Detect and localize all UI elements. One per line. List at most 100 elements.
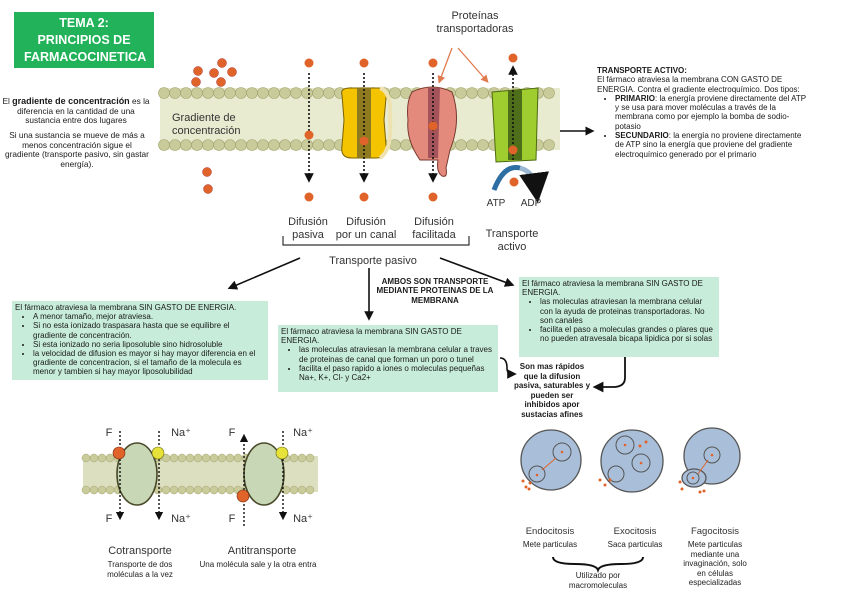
lipid-head (225, 485, 235, 495)
facilitated-diffusion-box: El fármaco atraviesa la membrana SIN GAS… (519, 277, 719, 357)
active-transport-label: Transporte activo (485, 228, 539, 253)
active-secondary: SECUNDARIO: la energía no proviene direc… (615, 131, 807, 159)
passive-diffusion-box: El fármaco atraviesa la membrana SIN GAS… (12, 301, 268, 380)
lipid-head (169, 453, 179, 463)
lipid-head (225, 453, 235, 463)
lipid-head (209, 453, 219, 463)
lipid-head (305, 485, 315, 495)
lipid-head (224, 87, 236, 99)
channel-diffusion-box: El fármaco atraviesa la membrana SIN GAS… (278, 325, 498, 392)
lipid-head (246, 87, 258, 99)
gradient-explanation: Si una sustancia se mueve de más a menos… (5, 130, 149, 169)
lipid-head (180, 87, 192, 99)
lipid-head (202, 87, 214, 99)
page-title: TEMA 2: PRINCIPIOS DE FARMACOCINETICA (24, 15, 147, 64)
gradient-term: gradiente de concentración (12, 96, 130, 106)
faster-note: Son mas rápidos que la difusion pasiva, … (513, 362, 591, 419)
lipid-head (477, 87, 489, 99)
lipid-head (81, 485, 91, 495)
antitransport-diagram (236, 431, 289, 526)
lipid-head (246, 139, 258, 151)
proteins-note: AMBOS SON TRANSPORTE MEDIANTE PROTEINAS … (376, 277, 494, 305)
lipid-head (213, 139, 225, 151)
lipid-head (268, 139, 280, 151)
atp-label: ATP (486, 198, 506, 209)
lipid-head (455, 87, 467, 99)
lipid-head (257, 87, 269, 99)
lipid-head (193, 453, 203, 463)
gradient-definition: El gradiente de concentración es la dife… (2, 96, 150, 126)
anti-f-bottom: F (228, 513, 236, 525)
active-transport-text: TRANSPORTE ACTIVO: El fármaco atraviesa … (597, 66, 807, 159)
active-transport-heading: TRANSPORTE ACTIVO: (597, 66, 687, 75)
lipid-head (235, 87, 247, 99)
endocytosis-title: Endocitosis (525, 526, 575, 537)
lipid-head (161, 485, 171, 495)
lipid-head (217, 453, 227, 463)
lipid-head (202, 139, 214, 151)
anti-na-top: Na⁺ (293, 427, 313, 439)
lipid-head (289, 485, 299, 495)
macromolecules-note: Utilizado por macromoleculas (568, 571, 628, 590)
exocytosis-title: Exocitosis (613, 526, 657, 537)
lipid-head (191, 87, 203, 99)
type-passive-diffusion: Difusión pasiva (288, 216, 328, 241)
lipid-head (105, 485, 115, 495)
lipid-head (297, 485, 307, 495)
anti-na-bottom: Na⁺ (293, 513, 313, 525)
lipid-head (201, 453, 211, 463)
lipid-head (323, 139, 335, 151)
lipid-head (235, 139, 247, 151)
lipid-head (297, 453, 307, 463)
lipid-head (158, 139, 170, 151)
lipid-head (477, 139, 489, 151)
antitransport-title: Antitransporte (227, 545, 297, 557)
lipid-head (224, 139, 236, 151)
lipid-head (268, 87, 280, 99)
lipid-head (193, 485, 203, 495)
carrier-protein (407, 58, 457, 202)
exocytosis-desc: Saca particulas (607, 540, 663, 549)
type-channel-diffusion: Difusión por un canal (335, 216, 397, 241)
active-primary: PRIMARIO: la energía proviene directamen… (615, 94, 807, 131)
phagocytosis-desc: Mete particulas mediante una invaginació… (683, 540, 747, 587)
lipid-head (301, 87, 313, 99)
lipid-head (158, 87, 170, 99)
active-transport-intro: El fármaco atraviesa la membrana CON GAS… (597, 75, 800, 94)
lipid-head (279, 139, 291, 151)
endocytosis-desc: Mete particulas (522, 540, 578, 549)
title-box: TEMA 2: PRINCIPIOS DE FARMACOCINETICA (14, 12, 154, 68)
lipid-head (97, 453, 107, 463)
lipid-head (279, 87, 291, 99)
lipid-head (213, 87, 225, 99)
active-pump (491, 53, 550, 203)
passive-transport-label: Transporte pasivo (329, 255, 417, 267)
lipid-head (312, 139, 324, 151)
lipid-head (301, 139, 313, 151)
lipid-head (201, 485, 211, 495)
lipid-head (455, 139, 467, 151)
lipid-head (105, 453, 115, 463)
molecules-top (191, 58, 237, 194)
lipid-head (177, 453, 187, 463)
lipid-head (543, 87, 555, 99)
lipid-head (543, 139, 555, 151)
lipid-head (185, 453, 195, 463)
lipid-head (89, 485, 99, 495)
anti-f-top: F (228, 427, 236, 439)
proteins-label: Proteínas transportadoras (436, 10, 514, 35)
co-f-bottom: F (105, 513, 113, 525)
lipid-head (191, 139, 203, 151)
lipid-head (185, 485, 195, 495)
lipid-head (466, 139, 478, 151)
co-na-top: Na⁺ (171, 427, 191, 439)
lipid-head (177, 485, 187, 495)
cotransport-title: Cotransporte (108, 545, 172, 557)
lipid-head (169, 139, 181, 151)
lipid-head (180, 139, 192, 151)
cotransport-desc: Transporte de dos moléculas a la vez (107, 560, 173, 579)
lipid-head (289, 453, 299, 463)
phagocytosis-title: Fagocitosis (690, 526, 740, 537)
lipid-head (323, 87, 335, 99)
